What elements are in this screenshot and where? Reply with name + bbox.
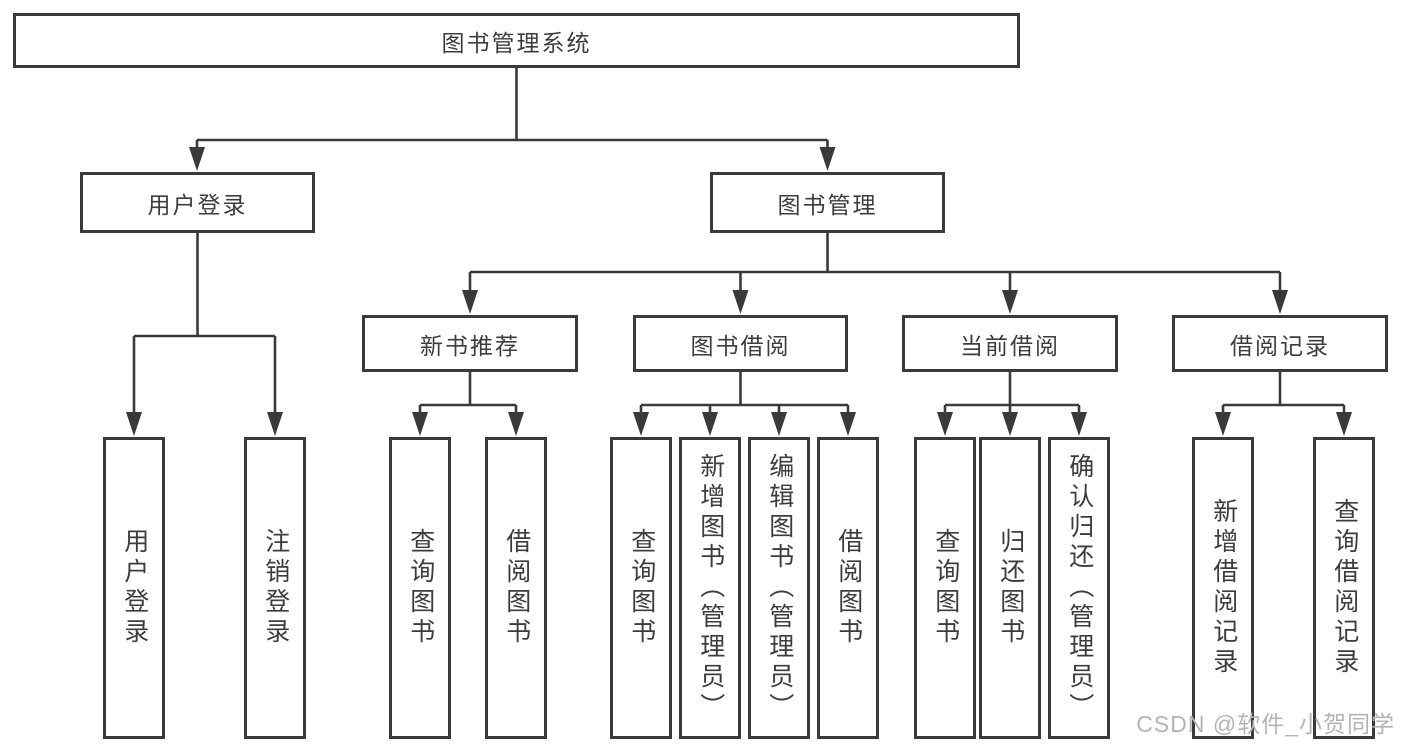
node-root: 图书管理系统 [13, 13, 1020, 68]
leaf-cb-return-book: 归还图书 [979, 437, 1041, 739]
leaf-br-query-record: 查询借阅记录 [1313, 437, 1375, 739]
leaf-bb-add-book-admin: 新增图书（管理员） [679, 437, 741, 739]
connector-book-mgmt [462, 232, 1288, 314]
leaf-br-add-record-label: 新增借阅记录 [1209, 498, 1238, 678]
leaf-bb-edit-book-admin: 编辑图书（管理员） [748, 437, 810, 739]
leaf-cb-return-book-label: 归还图书 [996, 528, 1025, 648]
leaf-rec-borrow-book: 借阅图书 [485, 437, 547, 739]
leaf-bb-edit-book-admin-label: 编辑图书（管理员） [765, 453, 794, 723]
leaf-br-add-record: 新增借阅记录 [1192, 437, 1254, 739]
leaf-cb-confirm-return-admin-label: 确认归还（管理员） [1065, 453, 1094, 723]
leaf-logout-label: 注销登录 [261, 528, 290, 648]
leaf-cb-confirm-return-admin: 确认归还（管理员） [1048, 437, 1110, 739]
leaf-cb-query-book-label: 查询图书 [931, 528, 960, 648]
leaf-bb-query-book: 查询图书 [610, 437, 672, 739]
watermark: CSDN @软件_小贺同学 [1136, 711, 1395, 737]
leaf-logout: 注销登录 [244, 437, 306, 739]
node-user-login: 用户登录 [80, 172, 315, 233]
node-borrow-record: 借阅记录 [1172, 315, 1388, 372]
node-new-book-rec: 新书推荐 [362, 315, 578, 372]
node-book-borrow-label: 图书借阅 [690, 332, 791, 359]
connector-book-borrow [633, 372, 856, 436]
node-book-borrow: 图书借阅 [633, 315, 848, 372]
node-borrow-record-label: 借阅记录 [1230, 332, 1330, 359]
node-book-mgmt-label: 图书管理 [777, 191, 878, 218]
leaf-user-login: 用户登录 [103, 437, 165, 739]
leaf-bb-borrow-book: 借阅图书 [817, 437, 879, 739]
node-current-borrow: 当前借阅 [902, 315, 1118, 372]
connector-current-borrow [937, 372, 1087, 436]
connector-user-login [126, 232, 283, 436]
leaf-bb-add-book-admin-label: 新增图书（管理员） [696, 453, 725, 723]
node-user-login-label: 用户登录 [147, 191, 248, 218]
node-book-mgmt: 图书管理 [710, 172, 945, 233]
connector-borrow-record [1215, 372, 1352, 436]
connector-root [189, 68, 836, 171]
node-root-label: 图书管理系统 [441, 29, 592, 56]
connector-new-book-rec [412, 372, 524, 436]
leaf-cb-query-book: 查询图书 [914, 437, 976, 739]
leaf-user-login-label: 用户登录 [120, 528, 149, 648]
leaf-br-query-record-label: 查询借阅记录 [1330, 498, 1359, 678]
node-current-borrow-label: 当前借阅 [960, 332, 1060, 359]
node-new-book-rec-label: 新书推荐 [420, 332, 520, 359]
leaf-rec-query-book: 查询图书 [389, 437, 451, 739]
leaf-bb-query-book-label: 查询图书 [627, 528, 656, 648]
leaf-rec-query-book-label: 查询图书 [406, 528, 435, 648]
leaf-rec-borrow-book-label: 借阅图书 [502, 528, 531, 648]
leaf-bb-borrow-book-label: 借阅图书 [834, 528, 863, 648]
